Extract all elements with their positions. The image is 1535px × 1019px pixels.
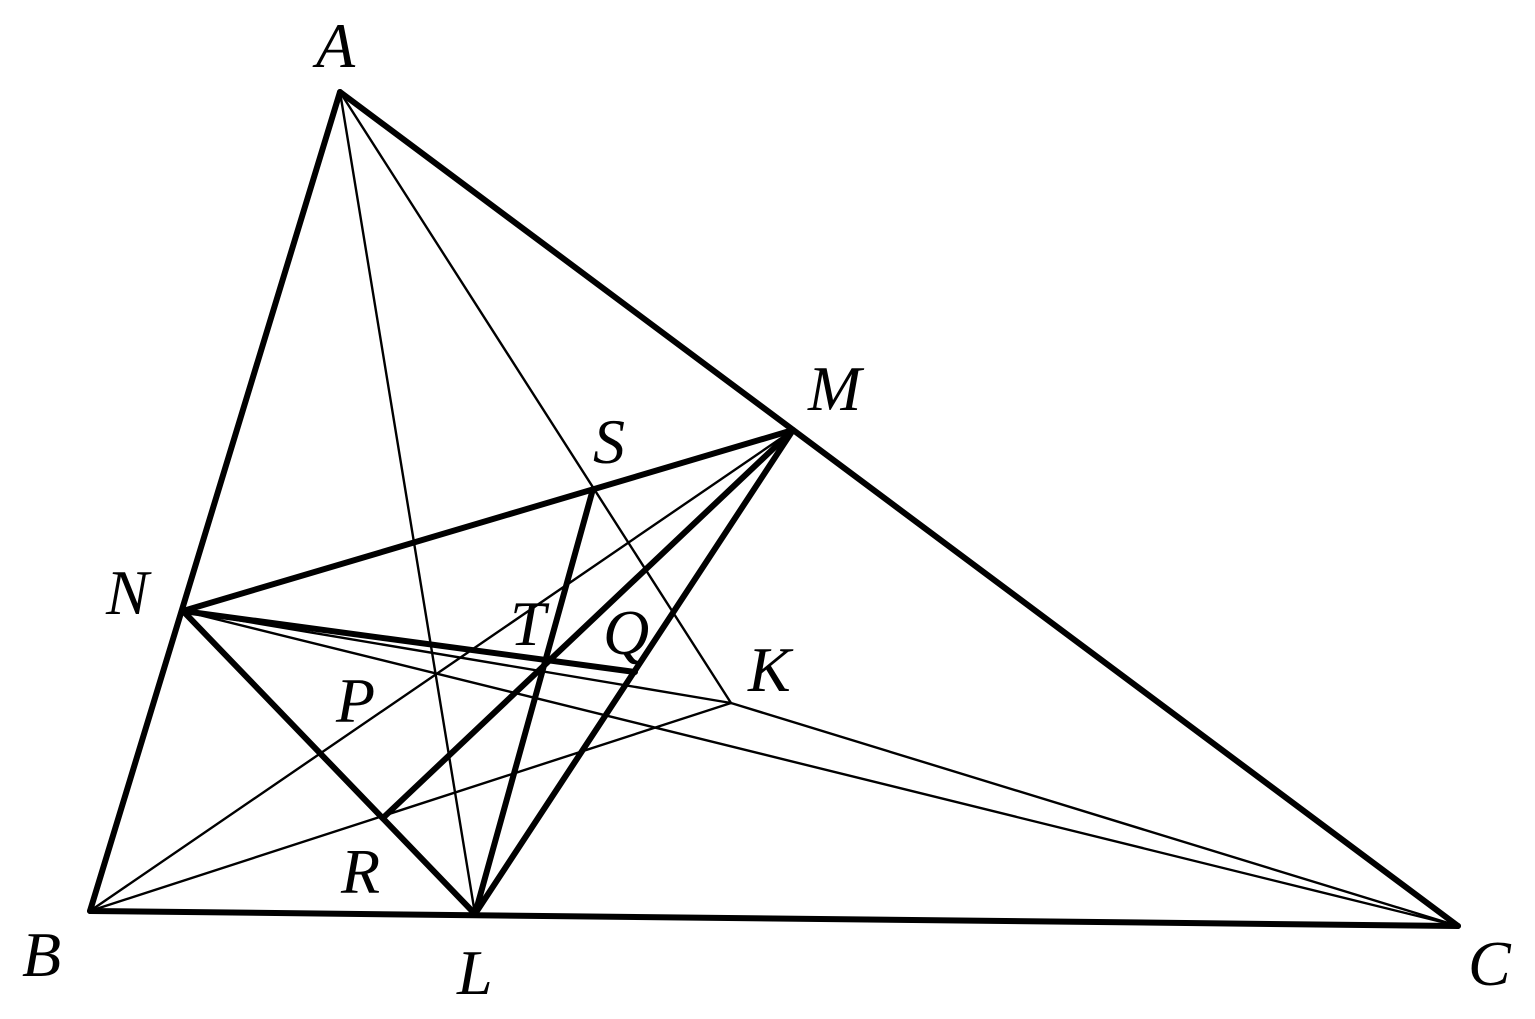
segment-ac [337, 89, 1461, 929]
segment-al [338, 90, 477, 916]
segment-bc [87, 908, 1461, 929]
figure-segments [87, 89, 1461, 929]
label-l: L [456, 937, 493, 1008]
segment-rm [381, 427, 796, 820]
segment-ak [338, 90, 733, 705]
segment-nl [180, 608, 478, 917]
label-c: C [1468, 928, 1512, 999]
segment-nm [180, 427, 796, 614]
label-q: Q [603, 597, 649, 668]
segment-nc [181, 609, 1460, 928]
segment-bk [88, 701, 733, 913]
label-n: N [105, 557, 152, 628]
label-t: T [510, 588, 550, 659]
label-p: P [335, 665, 375, 736]
segment-ab [87, 89, 343, 914]
label-k: K [747, 634, 794, 705]
label-a: A [312, 10, 356, 81]
segment-bm [88, 428, 795, 913]
label-m: M [807, 353, 865, 424]
label-s: S [593, 406, 625, 477]
segment-nq [180, 608, 638, 675]
segment-kc [729, 701, 1460, 928]
segment-sl [472, 486, 596, 917]
label-r: R [340, 836, 380, 907]
label-b: B [22, 919, 61, 990]
segment-nk [181, 609, 733, 705]
point-labels: A B C M N L S T Q K P R [22, 10, 1512, 1008]
